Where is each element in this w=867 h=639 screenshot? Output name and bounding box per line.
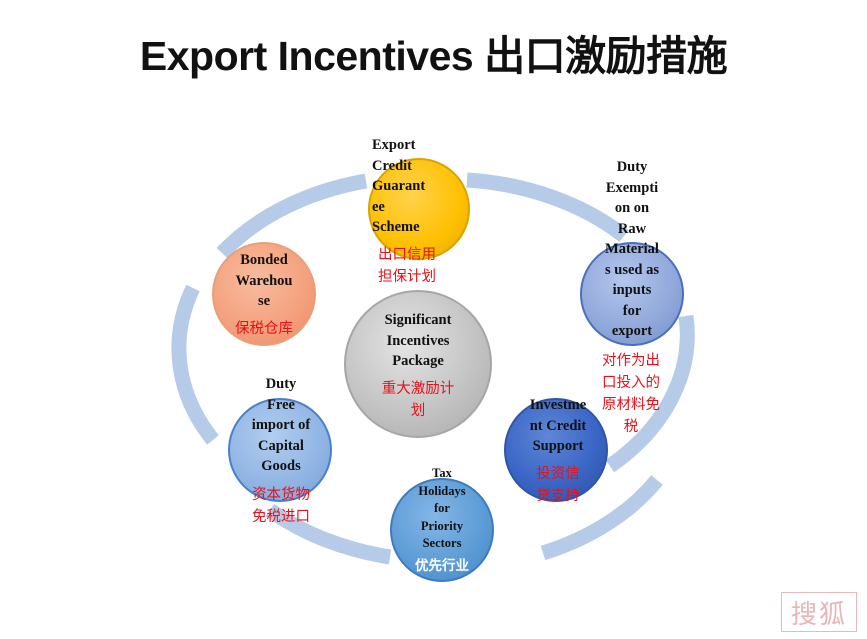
- duty-free-label: Duty Free import of Capital Goods: [251, 376, 311, 474]
- ring-arc-top-left: [216, 173, 368, 259]
- duty-free-label-cn: 资本货物 免税进口: [252, 487, 310, 525]
- node-export-credit: [368, 158, 470, 260]
- ring-arc-right: [605, 314, 695, 473]
- bonded-label-cn: 保税仓库: [235, 321, 293, 337]
- slide-title: Export Incentives 出口激励措施: [139, 33, 728, 79]
- tax-holidays-cn-clip: 优先行业 免税期: [390, 550, 500, 579]
- node-duty-raw: [580, 242, 684, 346]
- node-investment: [504, 398, 608, 502]
- duty-raw-label-cn: 对作为出 口投入的 原材料免 税: [602, 353, 660, 435]
- node-bonded: [212, 242, 316, 346]
- center-label: Significant Incentives Package: [384, 312, 452, 369]
- watermark-text: 搜狐: [790, 599, 847, 630]
- center-circle: [344, 290, 492, 438]
- bonded-label: Bonded Warehou se: [235, 252, 293, 309]
- ring-arc-bottom-left: [265, 503, 392, 565]
- ring-arc-left: [171, 284, 219, 445]
- export-credit-label: Export Credit Guarant ee Scheme: [372, 137, 426, 235]
- export-credit-label-cn: 出口信用 担保计划: [378, 247, 436, 285]
- tax-holidays-label: Tax Holidays for Priority Sectors: [418, 466, 466, 550]
- investment-label-cn: 投资信 贷支持: [536, 466, 580, 504]
- investment-label: Investme nt Credit Support: [529, 397, 587, 454]
- node-duty-free: [228, 398, 332, 502]
- ring-arc-bottom-right: [540, 475, 663, 561]
- center-label-cn: 重大激励计 划: [381, 381, 455, 419]
- node-tax-holidays: [390, 478, 494, 582]
- watermark-stamp: 搜狐: [781, 592, 857, 632]
- tax-holidays-label-cn: 优先行业 免税期: [415, 558, 469, 574]
- ring-arc-top-right: [466, 172, 629, 242]
- duty-raw-label: Duty Exempti on on Raw Material s used a…: [605, 159, 659, 339]
